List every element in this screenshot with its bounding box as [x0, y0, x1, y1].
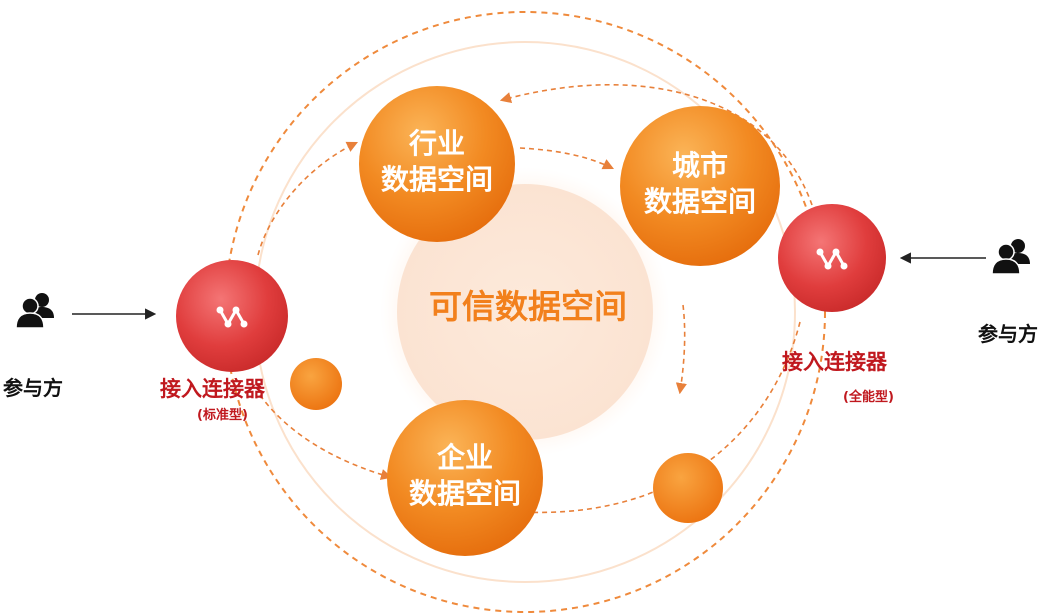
left-connector-type: (标准型): [197, 408, 248, 423]
flow-arc-industry-city: [519, 147, 615, 170]
center-disc: [397, 184, 653, 440]
right-connector-type: (全能型): [843, 390, 894, 405]
connector-node-icon: [816, 248, 848, 270]
outer-dashed-ring: [224, 11, 826, 613]
flow-arc-center-right: [675, 304, 687, 395]
users-icon: [991, 239, 1030, 275]
industry-space-line2: 数据空间: [380, 162, 493, 196]
right-connector-title: 接入连接器: [782, 350, 887, 374]
flow-arc-left-top: [257, 141, 359, 256]
right-party-label: 参与方: [978, 322, 1038, 346]
city-space-label: 城市 数据空间: [630, 148, 770, 220]
enterprise-space-circle: [387, 400, 543, 556]
city-space-line1: 城市: [671, 149, 728, 182]
city-space-circle: [620, 106, 780, 266]
small-orange-dot-left: [290, 358, 342, 410]
users-icon: [15, 293, 54, 329]
enterprise-space-line2: 数据空间: [408, 476, 521, 510]
connector-node-icon: [216, 306, 248, 328]
left-connector-title: 接入连接器: [160, 377, 265, 401]
flow-arc-right-bottom: [517, 321, 801, 519]
flow-arc-left-bottom: [259, 394, 393, 480]
enterprise-space-line1: 企业: [436, 441, 493, 474]
city-space-line2: 数据空间: [643, 184, 756, 218]
enterprise-space-label: 企业 数据空间: [395, 440, 535, 512]
industry-space-label: 行业 数据空间: [367, 126, 507, 198]
industry-space-circle: [359, 86, 515, 242]
flow-arc-right-top: [499, 83, 813, 206]
left-party-label: 参与方: [3, 376, 63, 400]
industry-space-line1: 行业: [408, 127, 465, 160]
small-orange-dot-right: [653, 453, 723, 523]
center-title: 可信数据空间: [429, 287, 627, 326]
